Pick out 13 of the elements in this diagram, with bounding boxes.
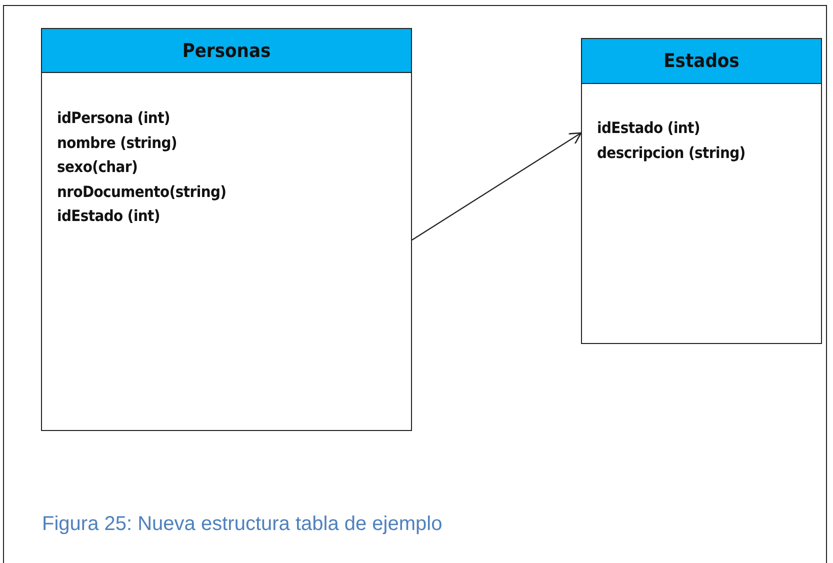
arrow bbox=[412, 132, 582, 240]
field-name: sexo(char) bbox=[57, 157, 138, 178]
table-header: Estados bbox=[582, 39, 821, 84]
field-name: idPersona (int) bbox=[57, 108, 170, 129]
field-name: nombre (string) bbox=[57, 132, 177, 154]
field-name: descripcion (string) bbox=[597, 142, 746, 164]
field-name: idEstado (int) bbox=[597, 118, 700, 139]
field-name: idEstado (int) bbox=[57, 206, 160, 227]
table-box bbox=[581, 38, 822, 344]
field-name: nroDocumento(string) bbox=[57, 182, 226, 202]
table-box bbox=[41, 28, 412, 431]
table-header: Personas bbox=[42, 29, 411, 73]
figure-caption: Figura 25: Nueva estructura tabla de ejemplo bbox=[42, 513, 442, 536]
